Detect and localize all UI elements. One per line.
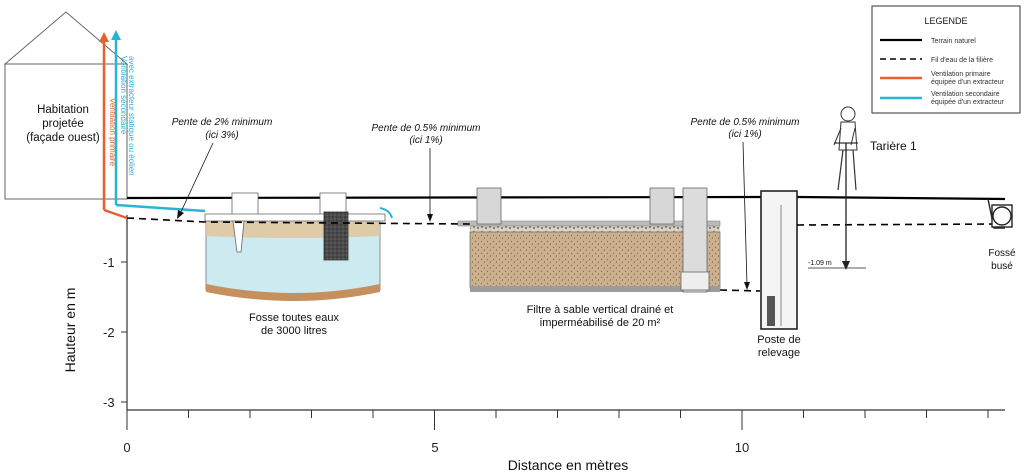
x-tick-label: 5	[431, 440, 438, 455]
sand-filter-label: Filtre à sable vertical drainé et	[527, 304, 674, 316]
x-tick-label: 10	[735, 440, 749, 455]
x-axis: 0 5 10 Distance en mètres	[123, 409, 1005, 473]
secondary-vent: Ventilation secondaire avec extracteur s…	[111, 30, 206, 213]
septic-tank-label: de 3000 litres	[261, 325, 328, 337]
auger-person: Tarière 1 -1.09 m	[808, 106, 917, 270]
septic-tank: Fosse toutes eaux de 3000 litres	[204, 192, 393, 337]
primary-vent-label: Ventilation primaire	[108, 98, 117, 167]
culvert-ditch: Fossé busé	[987, 198, 1016, 272]
septic-tank-label: Fosse toutes eaux	[249, 312, 339, 324]
terrain-line	[126, 195, 1006, 201]
y-axis: -1 -2 -3 Hauteur en m	[62, 215, 128, 410]
slope-label: Pente de 2% minimum	[172, 117, 273, 128]
lift-station: Poste de relevage	[757, 190, 801, 359]
primary-vent: Ventilation primaire	[99, 32, 128, 220]
legend-item-label: équipée d'un extracteur	[931, 79, 1005, 86]
lift-station-label: relevage	[758, 347, 800, 359]
y-tick-label: -2	[103, 325, 115, 340]
slope-label: Pente de 0.5% minimum	[372, 123, 481, 134]
auger-label: Tarière 1	[870, 139, 917, 153]
waterline-dashed	[126, 217, 1006, 292]
slope-annotation: Pente de 2% minimum (ici 3%)	[172, 117, 273, 219]
slope-label: (ici 3%)	[205, 130, 238, 141]
sand-filter: Filtre à sable vertical drainé et imperm…	[457, 187, 721, 329]
sand-filter-label: imperméabilisé de 20 m²	[540, 317, 661, 329]
slope-label: Pente de 0.5% minimum	[691, 117, 800, 128]
slope-label: (ici 1%)	[409, 135, 442, 146]
legend-item-label: équipée d'un extracteur	[931, 99, 1005, 106]
legend-title: LEGENDE	[924, 16, 967, 26]
x-axis-label: Distance en mètres	[508, 457, 629, 473]
house: Habitation projetée (façade ouest)	[3, 11, 129, 200]
legend-item-label: Terrain naturel	[931, 38, 976, 45]
legend-item-label: Ventilation secondaire	[931, 91, 1000, 98]
y-tick-label: -1	[103, 255, 115, 270]
lift-station-label: Poste de	[757, 334, 800, 346]
secondary-vent-label: Ventilation secondaire	[119, 56, 128, 135]
culvert-label: Fossé	[988, 248, 1016, 259]
slope-annotation: Pente de 0.5% minimum (ici 1%)	[691, 117, 800, 290]
culvert-label: busé	[991, 261, 1013, 272]
slope-label: (ici 1%)	[728, 129, 761, 140]
house-label: (façade ouest)	[26, 132, 100, 144]
house-label: projetée	[42, 118, 84, 130]
legend-item-label: Fil d'eau de la filière	[931, 57, 993, 64]
house-label: Habitation	[37, 104, 89, 116]
auger-depth-label: -1.09 m	[808, 260, 832, 267]
y-axis-label: Hauteur en m	[62, 288, 78, 373]
y-tick-label: -3	[103, 395, 115, 410]
x-tick-label: 0	[123, 440, 130, 455]
legend-item-label: Ventilation primaire	[931, 71, 991, 78]
legend: LEGENDE Terrain naturel Fil d'eau de la …	[871, 5, 1021, 114]
secondary-vent-label: avec extracteur statique ou éolien	[127, 56, 136, 176]
slope-annotation: Pente de 0.5% minimum (ici 1%)	[372, 123, 481, 222]
